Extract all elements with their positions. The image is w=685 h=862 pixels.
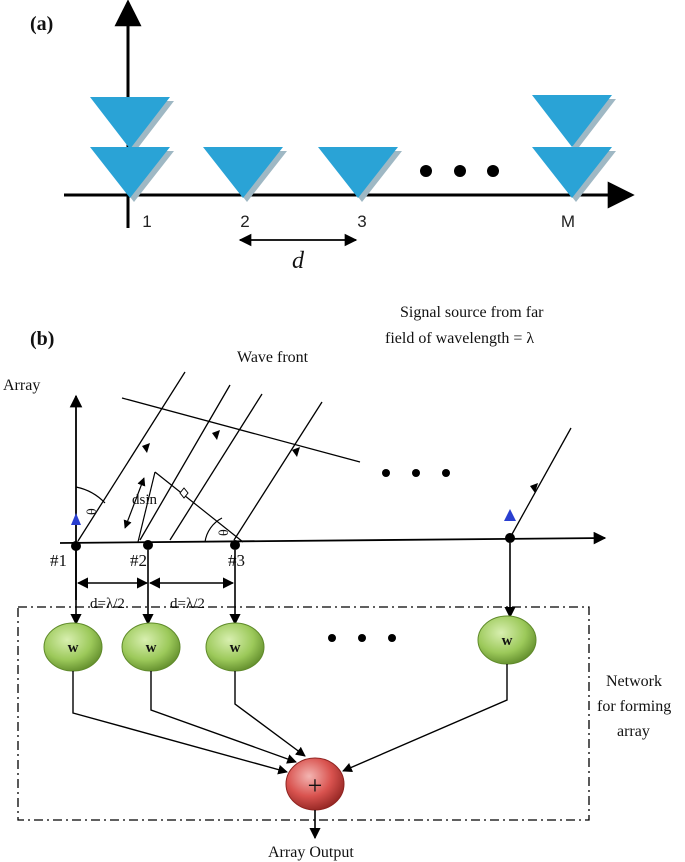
element-node-m — [505, 533, 515, 543]
weight-label: w — [146, 640, 157, 656]
sum-line-1 — [72, 671, 288, 775]
path-diff-perpendicular — [154, 471, 244, 543]
incoming-ray-m — [510, 427, 572, 537]
dsin-dimension-arrow — [123, 477, 146, 529]
panel-b: (b) Signal source from far field of wave… — [3, 304, 671, 861]
spacing-label-2: d=λ/2 — [170, 596, 205, 612]
element-label-1: #1 — [50, 551, 67, 570]
incoming-ray-1 — [77, 371, 186, 542]
angle-arc-left — [75, 486, 106, 504]
weight-label: w — [230, 640, 241, 656]
summer-symbol: + — [308, 771, 323, 800]
source-note-line2: field of wavelength = λ — [385, 330, 534, 347]
panel-a-label: (a) — [30, 13, 53, 35]
antenna-triangle — [318, 147, 398, 198]
panel-b-label: (b) — [30, 328, 54, 350]
network-label-line3: array — [617, 723, 650, 740]
element-number-1: 1 — [142, 212, 151, 231]
antenna-triangle-lower — [532, 147, 612, 198]
sum-line-2 — [150, 671, 297, 764]
angle-label-left: θ — [85, 508, 100, 515]
antenna-triangle-upper — [90, 97, 170, 149]
panel-a: (a) — [30, 0, 635, 274]
array-baseline — [59, 531, 607, 545]
weight-label: w — [502, 633, 513, 649]
ray-arrowheads — [142, 430, 538, 493]
sum-line-3 — [234, 671, 306, 757]
antenna-marker-m — [504, 509, 516, 521]
weight-node-3: w — [205, 622, 265, 672]
antenna-element-1 — [90, 97, 174, 202]
right-angle-marker — [179, 487, 189, 499]
antenna-element-m — [532, 95, 616, 202]
spacing-label-1: d=λ/2 — [90, 596, 125, 612]
network-box — [17, 606, 590, 821]
incoming-ray-2 — [139, 384, 231, 541]
spacing-label: d — [292, 248, 305, 274]
angle-arc-right — [204, 517, 223, 543]
ellipsis-dots-upper — [382, 469, 450, 477]
element-number-3: 3 — [357, 212, 366, 231]
antenna-element-3 — [318, 147, 402, 202]
weight-node-2: w — [121, 622, 181, 672]
weight-node-1: w — [43, 622, 103, 672]
element-number-2: 2 — [240, 212, 249, 231]
weight-node-m: w — [477, 615, 537, 665]
source-note-line1: Signal source from far — [400, 304, 544, 321]
element-node-1 — [71, 541, 81, 551]
ellipsis-dots-lower — [328, 634, 396, 642]
antenna-marker-1 — [71, 513, 81, 525]
ellipsis-dots — [420, 165, 499, 177]
element-label-2: #2 — [130, 551, 147, 570]
network-label-line2: for forming — [597, 698, 671, 715]
sum-line-m — [342, 664, 508, 772]
antenna-element-2 — [203, 147, 287, 202]
angle-label-right: θ — [217, 529, 232, 536]
output-label: Array Output — [268, 844, 354, 861]
element-label-3: #3 — [228, 551, 245, 570]
array-axis-label: Array — [3, 377, 40, 394]
antenna-triangle-lower — [90, 147, 170, 198]
incoming-ray-3 — [169, 393, 263, 541]
wave-front-label: Wave front — [237, 349, 309, 366]
network-label-line1: Network — [606, 673, 662, 690]
dsin-label: dsin — [132, 492, 158, 508]
wave-front-line — [121, 397, 361, 463]
path-diff-segment — [137, 471, 156, 543]
element-node-2 — [143, 540, 153, 550]
antenna-triangle-upper — [532, 95, 612, 147]
summer-node: + — [285, 757, 345, 811]
element-node-3 — [230, 540, 240, 550]
antenna-triangle — [203, 147, 283, 198]
incoming-ray-4 — [233, 401, 323, 541]
element-number-m: M — [561, 212, 575, 231]
weight-label: w — [68, 640, 79, 656]
